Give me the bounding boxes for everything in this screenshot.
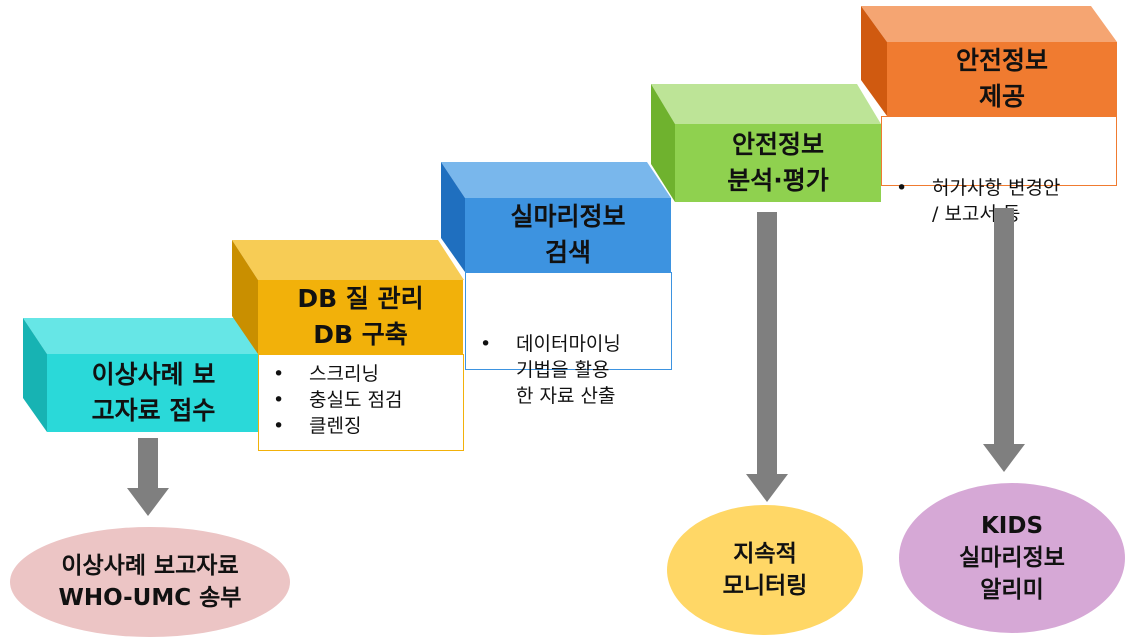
- provide-detail-item: 허가사항 변경안 / 보고서 등: [896, 175, 1108, 227]
- step3-top-face: [441, 162, 671, 198]
- step1-label-line1: 이상사례 보: [91, 360, 216, 389]
- outcome3-line2: 실마리정보: [959, 545, 1065, 571]
- step4-top-face: [651, 84, 881, 124]
- step2-front: DB 질 관리 DB 구축: [258, 280, 463, 354]
- db-detail-item: 충실도 점검: [273, 387, 455, 413]
- step5-front: 안전정보 제공: [887, 42, 1117, 116]
- step1-front: 이상사례 보 고자료 접수: [47, 354, 260, 432]
- arrow-down-icon: [127, 438, 169, 516]
- outcome-kids-alert: KIDS 실마리정보 알리미: [899, 483, 1125, 633]
- arrow-down-icon: [746, 212, 788, 502]
- arrow-down-icon: [983, 208, 1025, 472]
- db-detail-item: 스크리닝: [273, 361, 455, 387]
- step2-side-face: [232, 240, 258, 354]
- step4-label-line1: 안전정보: [731, 130, 824, 159]
- step1-side-face: [23, 318, 47, 432]
- outcome-monitoring: 지속적 모니터링: [667, 505, 863, 635]
- outcome3-line1: KIDS: [980, 513, 1044, 539]
- outcome1-line1: 이상사례 보고자료: [61, 553, 239, 579]
- provide-detail-box: 허가사항 변경안 / 보고서 등: [881, 116, 1117, 225]
- step2-label-line2: DB 구축: [313, 320, 408, 349]
- search-detail-item: 데이터마이닝 기법을 활용 한 자료 산출: [480, 331, 663, 409]
- outcome3-line3: 알리미: [980, 577, 1044, 603]
- step1-label-line2: 고자료 접수: [91, 396, 216, 425]
- outcome2-line1: 지속적: [733, 541, 797, 567]
- step4-side-face: [651, 84, 675, 202]
- step3-label-line1: 실마리정보: [510, 202, 626, 231]
- outcome2-line2: 모니터링: [722, 573, 808, 599]
- step1-top-face: [23, 318, 260, 354]
- step2-label-line1: DB 질 관리: [297, 284, 424, 313]
- step5-label-line2: 제공: [978, 82, 1025, 111]
- db-detail-item: 클렌징: [273, 413, 455, 439]
- step4-front: 안전정보 분석·평가: [675, 124, 881, 202]
- outcome1-line2: WHO-UMC 송부: [58, 585, 242, 611]
- step5-label-line1: 안전정보: [955, 46, 1048, 75]
- step3-label-line2: 검색: [544, 238, 591, 267]
- step5-top-face: [861, 6, 1117, 42]
- search-detail-box: 데이터마이닝 기법을 활용 한 자료 산출: [465, 272, 672, 407]
- step3-side-face: [441, 162, 465, 272]
- step4-label-line2: 분석·평가: [727, 166, 829, 195]
- step5-side-face: [861, 6, 887, 116]
- step2-top-face: [232, 240, 464, 280]
- db-detail-box: 스크리닝 충실도 점검 클렌징: [258, 354, 464, 451]
- step3-front: 실마리정보 검색: [465, 198, 671, 272]
- outcome-who-umc: 이상사례 보고자료 WHO-UMC 송부: [10, 527, 290, 637]
